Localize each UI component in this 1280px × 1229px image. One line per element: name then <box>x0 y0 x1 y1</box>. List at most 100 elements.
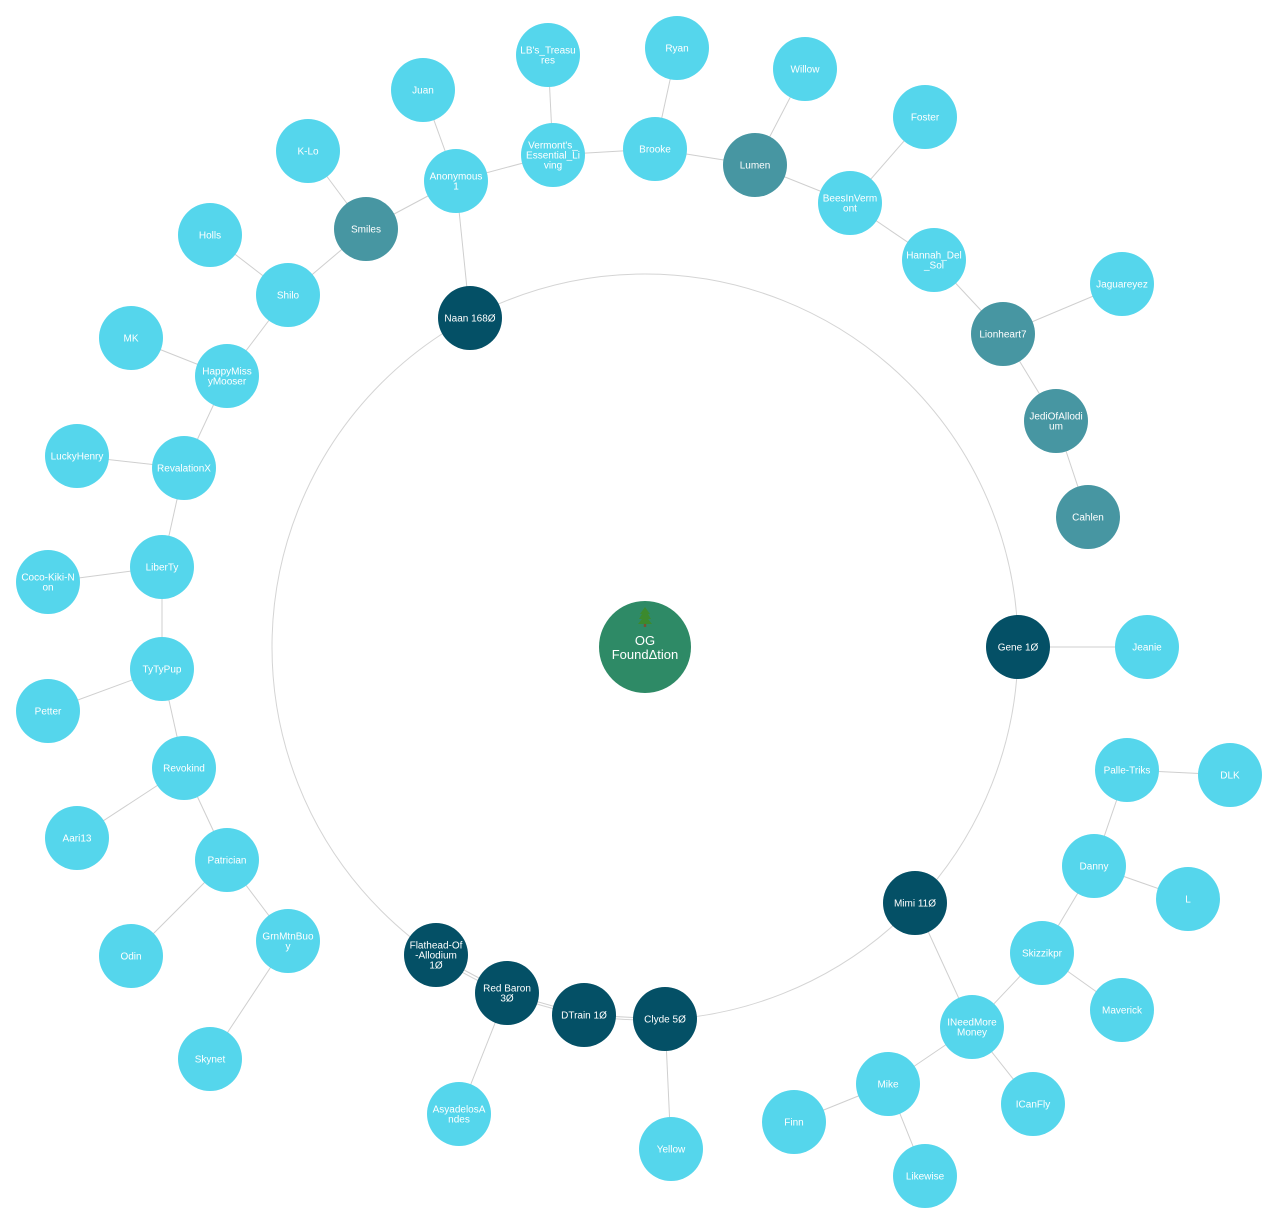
node-lucky[interactable]: LuckyHenry <box>45 424 109 488</box>
node-circle-coco[interactable] <box>16 550 80 614</box>
node-circle-redbaron[interactable] <box>475 961 539 1025</box>
node-circle-flathead[interactable] <box>404 923 468 987</box>
node-circle-tyty[interactable] <box>130 637 194 701</box>
node-petter[interactable]: Petter <box>16 679 80 743</box>
node-circle-maverick[interactable] <box>1090 978 1154 1042</box>
node-circle-foster[interactable] <box>893 85 957 149</box>
node-skynet[interactable]: Skynet <box>178 1027 242 1091</box>
node-yellow[interactable]: Yellow <box>639 1117 703 1181</box>
node-tyty[interactable]: TyTyPup <box>130 637 194 701</box>
node-circle-likewise[interactable] <box>893 1144 957 1208</box>
node-likewise[interactable]: Likewise <box>893 1144 957 1208</box>
node-danny[interactable]: Danny <box>1062 834 1126 898</box>
node-palle[interactable]: Palle-Triks <box>1095 738 1159 802</box>
node-circle-lbs[interactable] <box>516 23 580 87</box>
node-l[interactable]: L <box>1156 867 1220 931</box>
node-shilo[interactable]: Shilo <box>256 263 320 327</box>
node-circle-revx[interactable] <box>152 436 216 500</box>
node-circle-palle[interactable] <box>1095 738 1159 802</box>
root-node[interactable]: OG FoundΔtion <box>599 601 691 693</box>
node-circle-lumen[interactable] <box>723 133 787 197</box>
node-circle-vermont[interactable] <box>521 123 585 187</box>
node-mk[interactable]: MK <box>99 306 163 370</box>
node-dtrain[interactable]: DTrain 1Ø <box>552 983 616 1047</box>
node-circle-anon[interactable] <box>424 149 488 213</box>
node-circle-liberty[interactable] <box>130 535 194 599</box>
node-circle-danny[interactable] <box>1062 834 1126 898</box>
node-circle-asyadelos[interactable] <box>427 1082 491 1146</box>
node-mike[interactable]: Mike <box>856 1052 920 1116</box>
node-circle-icanfly[interactable] <box>1001 1072 1065 1136</box>
node-circle-grnmtn[interactable] <box>256 909 320 973</box>
node-holls[interactable]: Holls <box>178 203 242 267</box>
node-clyde[interactable]: Clyde 5Ø <box>633 987 697 1051</box>
node-circle-happy[interactable] <box>195 344 259 408</box>
node-coco[interactable]: Coco-Kiki-Non <box>16 550 80 614</box>
node-dlk[interactable]: DLK <box>1198 743 1262 807</box>
node-juan[interactable]: Juan <box>391 58 455 122</box>
node-circle-mike[interactable] <box>856 1052 920 1116</box>
node-circle-jedi[interactable] <box>1024 389 1088 453</box>
node-circle-dlk[interactable] <box>1198 743 1262 807</box>
node-circle-finn[interactable] <box>762 1090 826 1154</box>
node-circle-willow[interactable] <box>773 37 837 101</box>
node-willow[interactable]: Willow <box>773 37 837 101</box>
node-circle-bees[interactable] <box>818 171 882 235</box>
node-circle-cahlen[interactable] <box>1056 485 1120 549</box>
node-circle-holls[interactable] <box>178 203 242 267</box>
node-circle-ineed[interactable] <box>940 995 1004 1059</box>
node-circle-klo[interactable] <box>276 119 340 183</box>
node-klo[interactable]: K-Lo <box>276 119 340 183</box>
node-circle-juan[interactable] <box>391 58 455 122</box>
node-circle-shilo[interactable] <box>256 263 320 327</box>
node-circle-brooke[interactable] <box>623 117 687 181</box>
node-finn[interactable]: Finn <box>762 1090 826 1154</box>
node-circle-yellow[interactable] <box>639 1117 703 1181</box>
node-circle-aari[interactable] <box>45 806 109 870</box>
node-patrician[interactable]: Patrician <box>195 828 259 892</box>
node-circle-lucky[interactable] <box>45 424 109 488</box>
node-icanfly[interactable]: ICanFly <box>1001 1072 1065 1136</box>
root-circle[interactable] <box>599 601 691 693</box>
node-lumen[interactable]: Lumen <box>723 133 787 197</box>
node-circle-jaguar[interactable] <box>1090 252 1154 316</box>
node-circle-hannah[interactable] <box>902 228 966 292</box>
node-liberty[interactable]: LiberTy <box>130 535 194 599</box>
node-jeanie[interactable]: Jeanie <box>1115 615 1179 679</box>
node-jaguar[interactable]: Jaguareyez <box>1090 252 1154 316</box>
node-circle-petter[interactable] <box>16 679 80 743</box>
node-odin[interactable]: Odin <box>99 924 163 988</box>
node-circle-revokind[interactable] <box>152 736 216 800</box>
node-revokind[interactable]: Revokind <box>152 736 216 800</box>
node-foster[interactable]: Foster <box>893 85 957 149</box>
node-naan[interactable]: Naan 168Ø <box>438 286 502 350</box>
node-revx[interactable]: RevalationX <box>152 436 216 500</box>
node-circle-lionheart[interactable] <box>971 302 1035 366</box>
node-circle-skynet[interactable] <box>178 1027 242 1091</box>
node-skizz[interactable]: Skizzikpr <box>1010 921 1074 985</box>
node-circle-jeanie[interactable] <box>1115 615 1179 679</box>
node-mimi[interactable]: Mimi 11Ø <box>883 871 947 935</box>
node-gene[interactable]: Gene 1Ø <box>986 615 1050 679</box>
node-hannah[interactable]: Hannah_Del_Sol <box>902 228 966 292</box>
node-circle-odin[interactable] <box>99 924 163 988</box>
node-aari[interactable]: Aari13 <box>45 806 109 870</box>
node-lionheart[interactable]: Lionheart7 <box>971 302 1035 366</box>
node-circle-smiles[interactable] <box>334 197 398 261</box>
node-smiles[interactable]: Smiles <box>334 197 398 261</box>
node-maverick[interactable]: Maverick <box>1090 978 1154 1042</box>
node-circle-ryan[interactable] <box>645 16 709 80</box>
node-circle-mimi[interactable] <box>883 871 947 935</box>
node-circle-mk[interactable] <box>99 306 163 370</box>
node-circle-dtrain[interactable] <box>552 983 616 1047</box>
